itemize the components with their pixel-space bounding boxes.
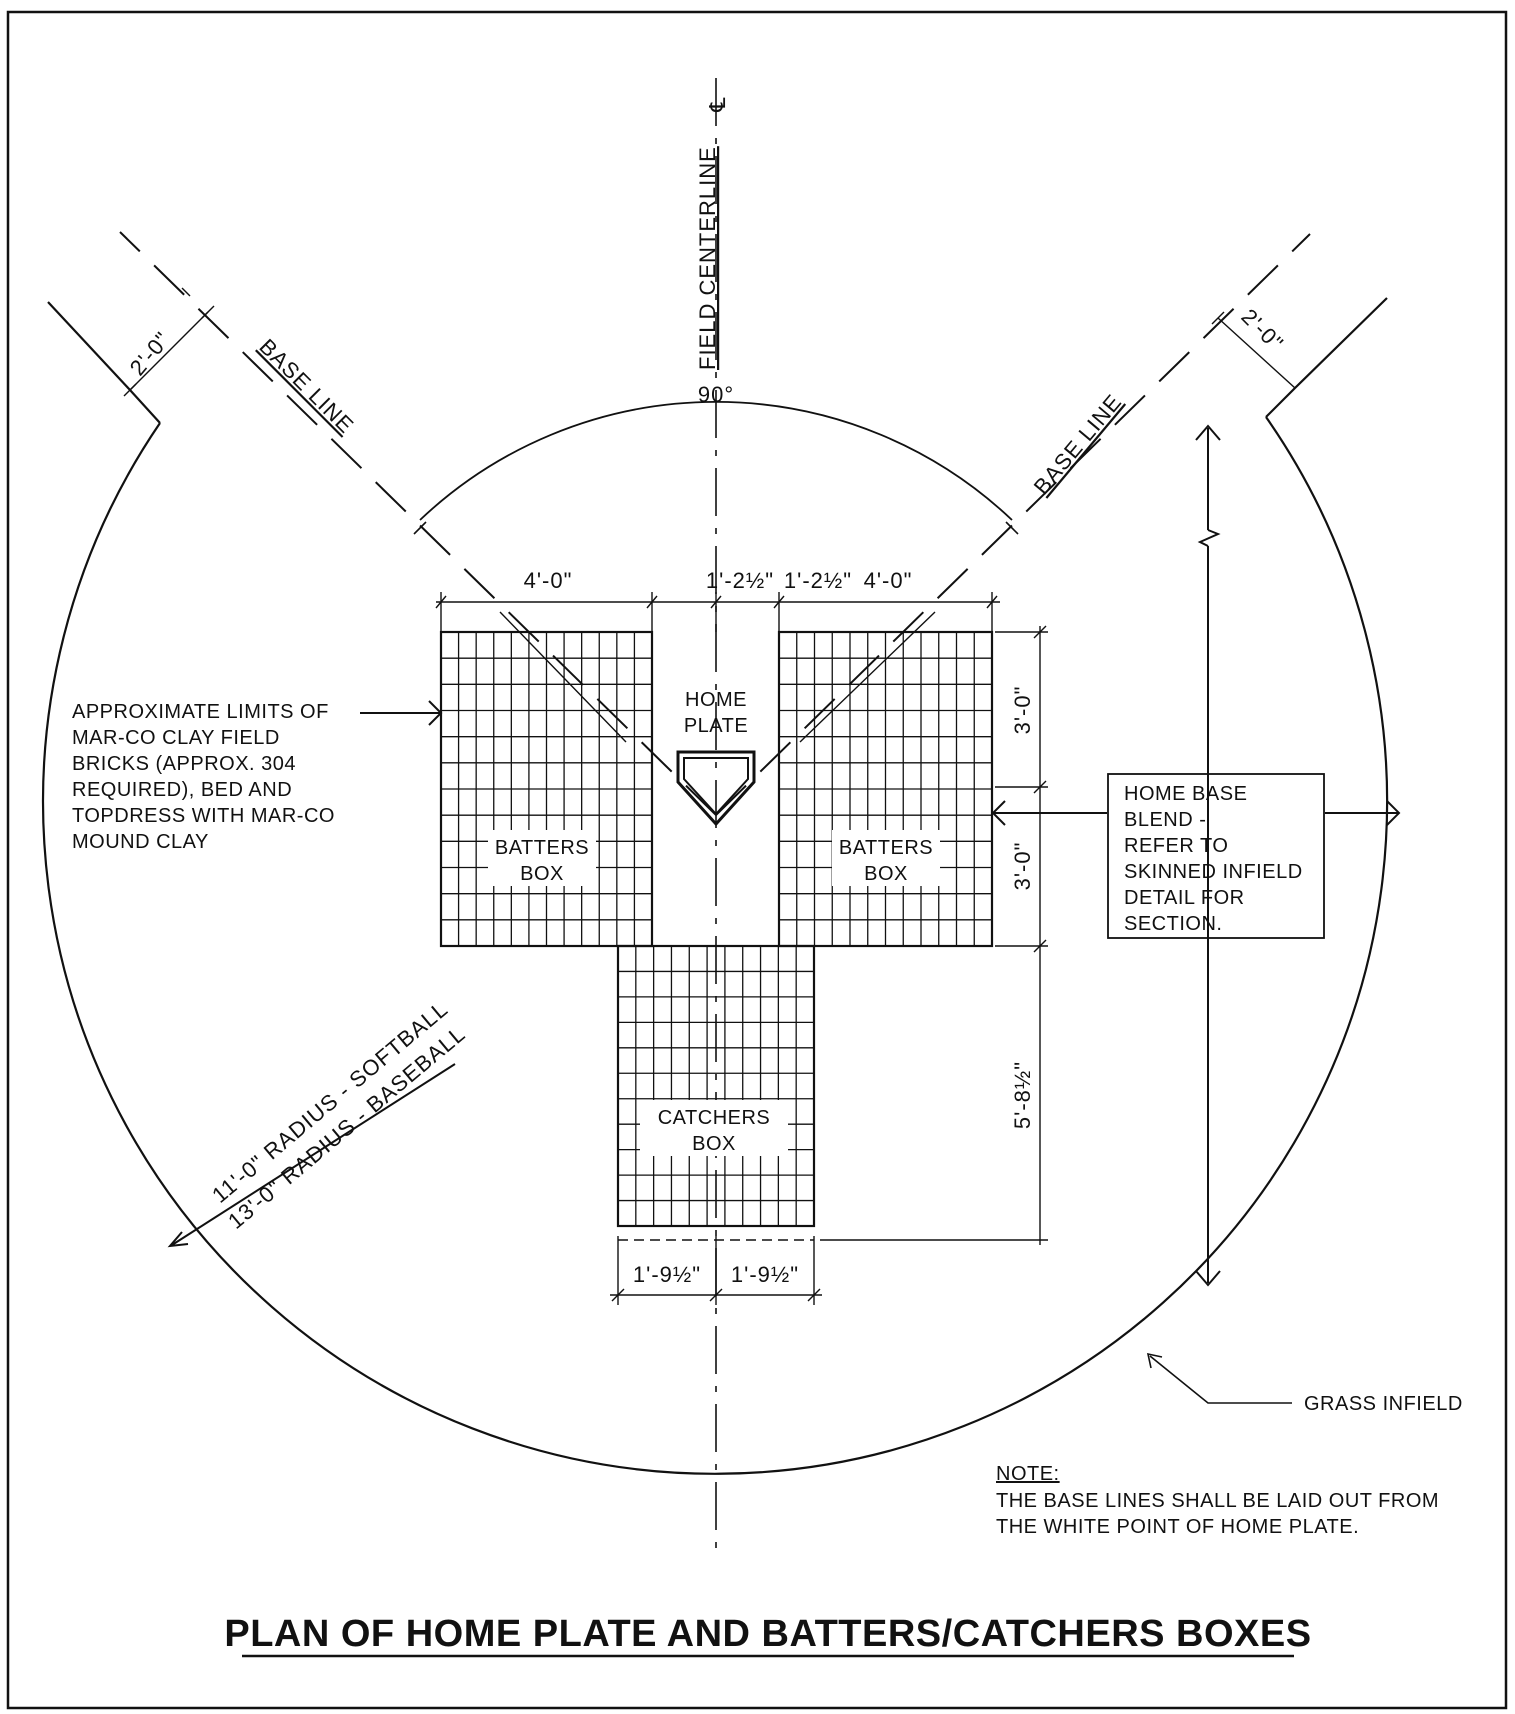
home-base-note-line: SECTION.	[1124, 913, 1222, 935]
batters-box-left-label-2: BOX	[520, 863, 564, 885]
offset-right-label: 2'-0"	[1236, 304, 1288, 356]
batters-box-left	[439, 630, 654, 948]
half-gap-left-label: 1'-2½"	[706, 568, 774, 593]
box-width-left-label: 4'-0"	[524, 568, 573, 593]
clay-note-leader	[360, 700, 443, 726]
catchers-box-label-2: BOX	[692, 1133, 736, 1155]
radius-baseball-label: 13'-0" RADIUS - BASEBALL	[223, 1021, 470, 1234]
note-line: THE WHITE POINT OF HOME PLATE.	[996, 1516, 1359, 1538]
home-base-note-line: BLEND -	[1124, 809, 1206, 831]
left-notch	[129, 389, 161, 424]
base-line-left-label: BASE LINE	[254, 334, 358, 438]
label-bg-right	[832, 830, 940, 886]
centerline-label: ℄ FIELD CENTERLINE 90°	[695, 96, 734, 407]
catcher-half-right-label: 1'-9½"	[731, 1262, 799, 1287]
arc-tick-left	[413, 521, 427, 535]
batters-box-right-label-1: BATTERS	[839, 837, 933, 859]
label-bg-catcher	[640, 1100, 788, 1156]
dimension-offset-right	[1211, 311, 1302, 395]
home-base-note-line: REFER TO	[1124, 835, 1228, 857]
clay-note: APPROXIMATE LIMITS OF MAR-CO CLAY FIELD …	[72, 701, 335, 853]
home-plate-label-2: PLATE	[684, 715, 748, 737]
clay-note-line: MOUND CLAY	[72, 831, 209, 853]
clay-note-line: BRICKS (APPROX. 304	[72, 753, 296, 775]
dimension-right	[820, 625, 1048, 1245]
batters-box-left-label-1: BATTERS	[495, 837, 589, 859]
label-bg-left	[488, 830, 596, 886]
dimension-offset-left	[123, 287, 215, 397]
radius-leader	[167, 1063, 456, 1248]
home-base-note-line: DETAIL FOR	[1124, 887, 1245, 909]
home-base-note-line: SKINNED INFIELD	[1124, 861, 1303, 883]
clay-note-line: TOPDRESS WITH MAR-CO	[72, 805, 335, 827]
catcher-half-left-label: 1'-9½"	[633, 1262, 701, 1287]
infield-circle	[41, 416, 1389, 1475]
home-base-note: HOME BASE BLEND - REFER TO SKINNED INFIE…	[1124, 783, 1303, 935]
clay-note-line: MAR-CO CLAY FIELD	[72, 727, 280, 749]
catchers-box-label-1: CATCHERS	[658, 1107, 771, 1129]
batters-box-right	[777, 630, 994, 948]
grass-infield-label: GRASS INFIELD	[1304, 1393, 1463, 1415]
catcher-depth-label: 5'-8½"	[1010, 1061, 1035, 1129]
sheet-border	[6, 10, 1508, 1710]
note-heading: NOTE:	[996, 1463, 1060, 1485]
offset-left-label: 2'-0"	[125, 327, 176, 380]
drawing-title: PLAN OF HOME PLATE AND BATTERS/CATCHERS …	[224, 1613, 1311, 1655]
home-base-horizontal-arrow	[991, 800, 1401, 826]
home-plate-label-1: HOME	[685, 689, 747, 711]
note-line: THE BASE LINES SHALL BE LAID OUT FROM	[996, 1490, 1439, 1512]
base-line-right-label: BASE LINE	[1029, 389, 1127, 499]
angle-text: 90°	[698, 382, 734, 407]
box-depth-upper-label: 3'-0"	[1010, 686, 1035, 735]
field-centerline-text: FIELD CENTERLINE	[695, 146, 720, 370]
grass-infield-leader	[1146, 1352, 1292, 1404]
left-lane-edge	[47, 301, 131, 391]
batters-box-right-label-2: BOX	[864, 863, 908, 885]
home-base-note-line: HOME BASE	[1124, 783, 1247, 805]
arc-tick-right	[1005, 521, 1019, 535]
home-plate	[676, 750, 756, 827]
box-leader-strokes	[499, 611, 936, 743]
radius-softball-label: 11'-0" RADIUS - SOFTBALL	[207, 996, 453, 1208]
home-base-note-box	[1107, 773, 1325, 939]
right-lane-edge	[1294, 297, 1388, 389]
home-base-vertical-arrow	[1195, 424, 1221, 1287]
box-depth-lower-label: 3'-0"	[1010, 842, 1035, 891]
box-width-right-label: 4'-0"	[864, 568, 913, 593]
clay-note-line: REQUIRED), BED AND	[72, 779, 292, 801]
clay-note-line: APPROXIMATE LIMITS OF	[72, 701, 329, 723]
dimension-bottom	[610, 1236, 822, 1305]
dimension-top	[435, 592, 1000, 632]
centerline-symbol: ℄	[705, 96, 730, 112]
base-line-note: NOTE: THE BASE LINES SHALL BE LAID OUT F…	[996, 1463, 1439, 1538]
half-gap-right-label: 1'-2½"	[784, 568, 852, 593]
